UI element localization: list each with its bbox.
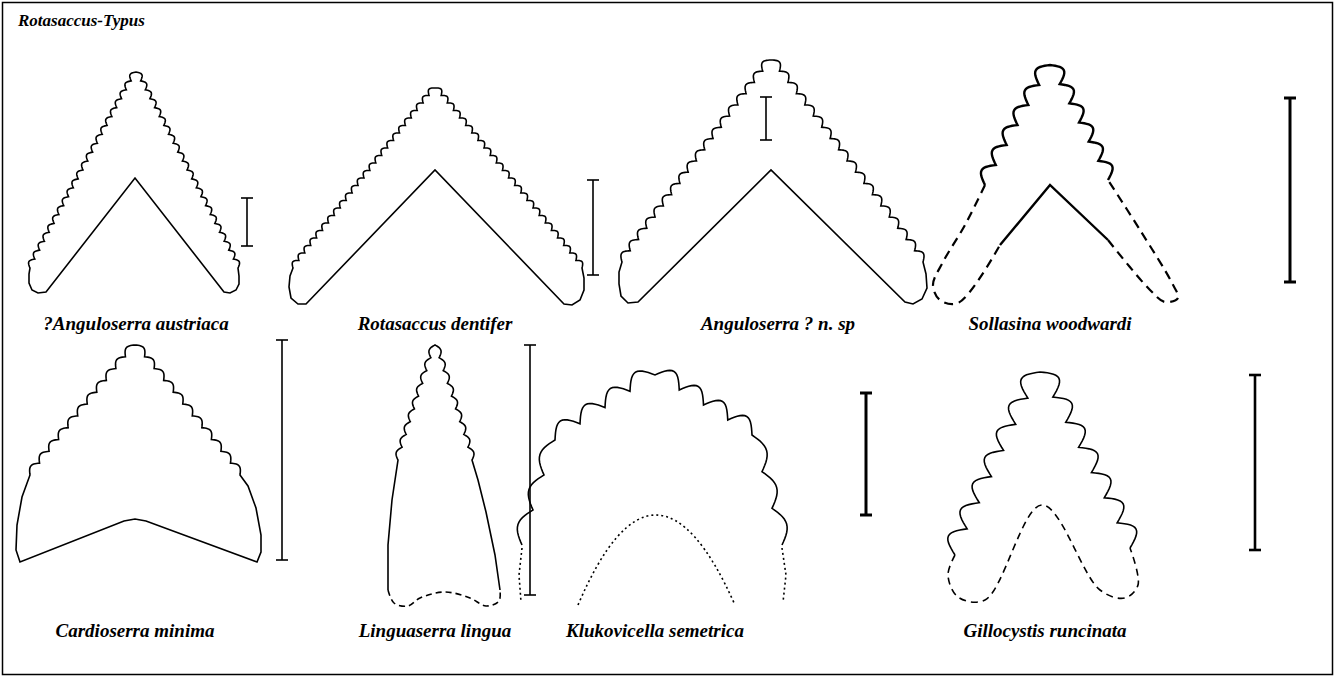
scale-bar xyxy=(587,180,599,275)
outline-reconstructed xyxy=(782,548,786,602)
outlines xyxy=(16,60,1178,606)
outline xyxy=(517,370,787,545)
outline-reconstructed xyxy=(948,505,1138,602)
scale-bar xyxy=(241,198,253,246)
outline xyxy=(948,372,1137,555)
scale-bar xyxy=(1249,375,1261,550)
outline-reconstructed xyxy=(519,548,522,602)
species-name: Linguaserra lingua xyxy=(359,620,512,642)
scale-bar xyxy=(276,340,288,560)
species-name: Anguloserra ? n. sp xyxy=(701,313,855,335)
species-name: Cardioserra minima xyxy=(56,620,215,642)
species-name: Klukovicella semetrica xyxy=(566,620,744,642)
outline xyxy=(981,65,1113,185)
species-name: Sollasina woodwardi xyxy=(968,313,1131,335)
figure-title: Rotasaccus-Typus xyxy=(18,11,145,31)
outline-reconstructed xyxy=(388,590,500,606)
outline-reconstructed xyxy=(1108,180,1178,302)
outline xyxy=(29,72,240,293)
outline xyxy=(388,345,500,590)
outline xyxy=(1000,185,1108,245)
outline xyxy=(289,88,584,305)
outline-reconstructed xyxy=(933,185,1000,304)
scale-bar xyxy=(860,393,872,515)
outline xyxy=(16,345,261,562)
species-name: Rotasaccus dentifer xyxy=(358,313,513,335)
scale-bar xyxy=(524,345,536,595)
scale-bar xyxy=(1284,98,1296,282)
scale-bar xyxy=(760,97,772,140)
species-name: Gillocystis runcinata xyxy=(963,620,1126,642)
species-name: ?Anguloserra austriaca xyxy=(43,313,228,335)
inner-outline xyxy=(578,515,735,605)
outline xyxy=(619,60,927,304)
frame xyxy=(3,3,1333,675)
scale-bars xyxy=(241,97,1296,595)
